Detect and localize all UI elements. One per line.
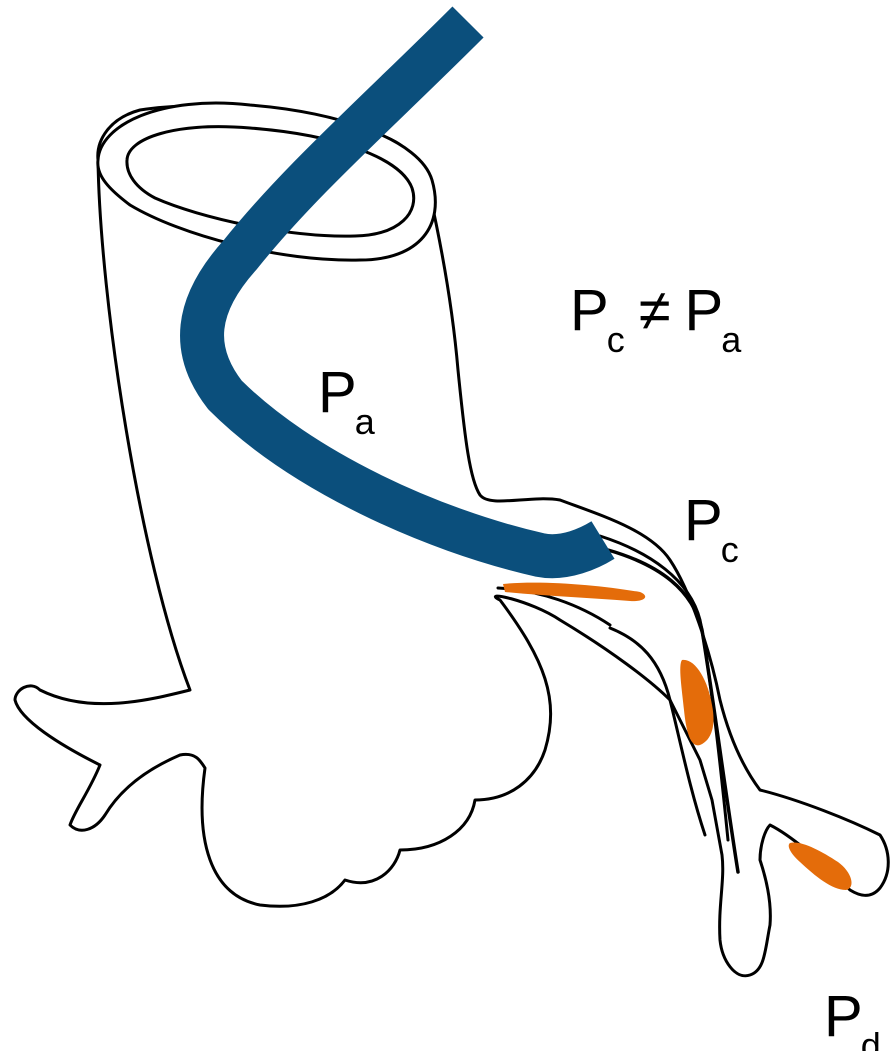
equation-right-main: P xyxy=(685,278,724,343)
label-pa-main: P xyxy=(318,360,357,425)
equation-operator: ≠ xyxy=(639,278,671,343)
equation-left-main: P xyxy=(570,278,609,343)
label-pc-main: P xyxy=(684,488,723,553)
equation-right-sub: a xyxy=(721,319,742,360)
label-pd: Pd xyxy=(824,984,881,1051)
label-pa-sub: a xyxy=(355,401,376,442)
equation-left-sub: c xyxy=(607,319,625,360)
label-pd-main: P xyxy=(824,984,863,1049)
label-pc: Pc xyxy=(684,488,739,570)
label-pd-sub: d xyxy=(861,1025,881,1051)
label-pc-sub: c xyxy=(721,529,739,570)
pressure-equation: Pc≠Pa xyxy=(570,278,742,360)
